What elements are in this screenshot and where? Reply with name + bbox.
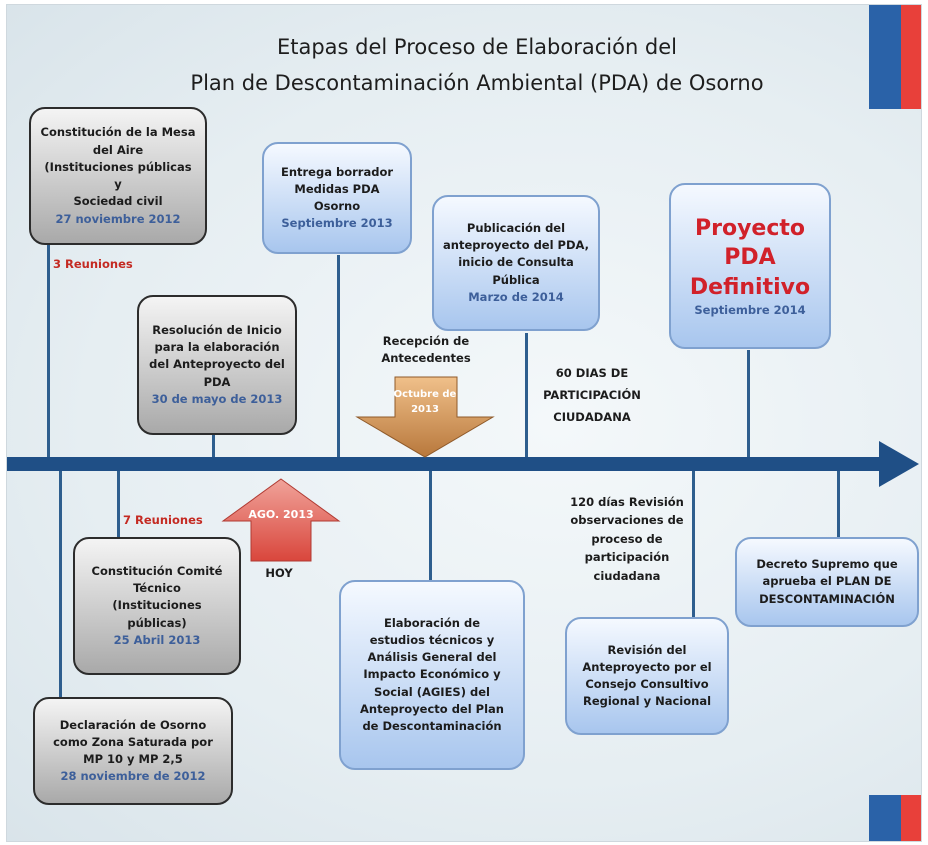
text-line: 2013 bbox=[283, 508, 314, 521]
text-line: estudios técnicos y bbox=[369, 632, 495, 647]
text-line: de 2013 bbox=[411, 389, 457, 415]
text-line: inicio de Consulta bbox=[458, 255, 574, 270]
dias-120-label: 120 días Revisión observaciones de proce… bbox=[557, 493, 697, 585]
octubre-label: Octubre de 2013 bbox=[393, 387, 457, 417]
text-line: ciudadana bbox=[593, 568, 661, 583]
milestone-resolucion-inicio: Resolución de Inicio para la elaboración… bbox=[137, 295, 297, 435]
chile-flag-stripe-bottom bbox=[869, 795, 921, 841]
text-line: Análisis General del bbox=[367, 650, 497, 665]
connector-resolucion bbox=[212, 435, 215, 460]
text-line: Octubre bbox=[393, 389, 439, 400]
text-line: Regional y Nacional bbox=[582, 694, 712, 709]
milestone-date: 30 de mayo de 2013 bbox=[151, 391, 283, 406]
milestone-comite-tecnico: Constitución Comité Técnico (Institucion… bbox=[73, 537, 241, 675]
text-line: del Anteproyecto del bbox=[149, 357, 285, 372]
text-line: Anteproyecto del Plan bbox=[360, 701, 504, 716]
text-line: Pública bbox=[492, 272, 540, 287]
text-line: Elaboración de bbox=[383, 615, 480, 630]
milestone-date: Septiembre 2013 bbox=[281, 216, 393, 231]
text-line: aprueba el PLAN DE bbox=[762, 574, 892, 589]
milestone-date: Marzo de 2014 bbox=[468, 289, 564, 304]
text-line: AGO. bbox=[248, 508, 280, 521]
text-line: Antecedentes bbox=[381, 351, 471, 366]
text-line: Social (AGIES) del bbox=[374, 684, 490, 699]
text-line: DESCONTAMINACIÓN bbox=[759, 591, 895, 606]
milestone-date: 27 noviembre 2012 bbox=[55, 211, 181, 226]
text-line: Sociedad civil bbox=[73, 194, 163, 209]
text-line: Impacto Económico y bbox=[363, 667, 501, 682]
connector-elaboracion bbox=[429, 469, 432, 581]
text-line: Medidas PDA bbox=[294, 181, 380, 196]
text-line: Declaración de Osorno bbox=[59, 717, 207, 732]
connector-publicacion bbox=[525, 333, 528, 460]
connector-decreto bbox=[837, 469, 840, 539]
milestone-decreto-supremo: Decreto Supremo que aprueba el PLAN DE D… bbox=[735, 537, 919, 627]
text-line: Constitución Comité bbox=[91, 563, 223, 578]
text-line: Publicación del bbox=[466, 220, 566, 235]
text-line: del Aire bbox=[92, 142, 144, 157]
text-line: PARTICIPACIÓN bbox=[543, 387, 641, 402]
text-line: públicas) bbox=[127, 615, 187, 630]
text-line: de Descontaminación bbox=[362, 719, 502, 734]
milestone-date: 25 Abril 2013 bbox=[113, 632, 201, 647]
text-line: Revisión del bbox=[607, 642, 687, 657]
ago-label: AGO. 2013 bbox=[245, 507, 317, 524]
recepcion-antecedentes-label: Recepción de Antecedentes bbox=[371, 333, 481, 368]
text-line: Osorno bbox=[313, 199, 361, 213]
octubre-down-arrow bbox=[355, 376, 495, 458]
title-line-2: Plan de Descontaminación Ambiental (PDA)… bbox=[190, 71, 764, 95]
dias-60-label: 60 DIAS DE PARTICIPACIÓN CIUDADANA bbox=[532, 363, 652, 429]
text-line: PDA bbox=[203, 374, 231, 389]
milestone-revision-consejo: Revisión del Anteproyecto por el Consejo… bbox=[565, 617, 729, 735]
milestone-publicacion: Publicación del anteproyecto del PDA, in… bbox=[432, 195, 600, 331]
text-line: participación bbox=[584, 550, 670, 565]
milestone-entrega-borrador: Entrega borrador Medidas PDA Osorno Sept… bbox=[262, 142, 412, 254]
text-line: como Zona Saturada por bbox=[53, 734, 213, 749]
text-line: Proyecto bbox=[694, 215, 806, 241]
text-line: (Instituciones públicas y bbox=[44, 159, 192, 191]
connector-comite bbox=[117, 469, 120, 539]
reuniones-7-label: 7 Reuniones bbox=[123, 513, 203, 527]
text-line: observaciones de bbox=[570, 513, 684, 528]
milestone-declaracion-zona-saturada: Declaración de Osorno como Zona Saturada… bbox=[33, 697, 233, 805]
text-line: 60 DIAS DE bbox=[555, 366, 629, 380]
text-line: Resolución de Inicio bbox=[152, 322, 282, 337]
connector-entrega bbox=[337, 255, 340, 460]
text-line: anteproyecto del PDA, bbox=[443, 238, 589, 253]
hoy-label: HOY bbox=[265, 566, 293, 580]
text-line: Anteproyecto por el bbox=[582, 659, 712, 674]
milestone-elaboracion-estudios: Elaboración de estudios técnicos y Análi… bbox=[339, 580, 525, 770]
ago-up-arrow bbox=[221, 478, 341, 562]
milestone-mesa-del-aire: Constitución de la Mesa del Aire (Instit… bbox=[29, 107, 207, 245]
text-line: para la elaboración bbox=[154, 340, 280, 355]
text-line: PDA bbox=[724, 245, 776, 271]
text-line: Decreto Supremo que bbox=[756, 557, 898, 572]
text-line: Consejo Consultivo bbox=[585, 677, 709, 691]
text-line: Recepción de bbox=[382, 334, 470, 348]
text-line: Técnico bbox=[133, 581, 181, 596]
diagram-canvas: Etapas del Proceso de Elaboración del Pl… bbox=[6, 4, 922, 842]
connector-mesa bbox=[47, 245, 50, 460]
connector-proyecto bbox=[747, 350, 750, 460]
title-line-1: Etapas del Proceso de Elaboración del bbox=[276, 35, 678, 59]
text-line: proceso de bbox=[591, 531, 663, 546]
milestone-proyecto-definitivo: Proyecto PDA Definitivo Septiembre 2014 bbox=[669, 183, 831, 349]
connector-declaracion bbox=[59, 469, 62, 699]
text-line: Definitivo bbox=[689, 275, 811, 301]
text-line: 120 días Revisión bbox=[570, 495, 684, 509]
text-line: Entrega borrador bbox=[280, 164, 394, 179]
timeline-axis bbox=[7, 457, 887, 471]
milestone-date: Septiembre 2014 bbox=[694, 302, 806, 317]
text-line: MP 10 y MP 2,5 bbox=[83, 752, 183, 766]
reuniones-3-label: 3 Reuniones bbox=[53, 257, 133, 271]
connector-revision bbox=[692, 469, 695, 619]
text-line: CIUDADANA bbox=[553, 409, 631, 424]
text-line: Constitución de la Mesa bbox=[40, 125, 196, 140]
chile-flag-stripe-top bbox=[869, 5, 921, 109]
milestone-date: 28 noviembre de 2012 bbox=[60, 769, 206, 784]
text-line: (Instituciones bbox=[112, 598, 202, 613]
timeline-arrowhead bbox=[879, 441, 919, 487]
